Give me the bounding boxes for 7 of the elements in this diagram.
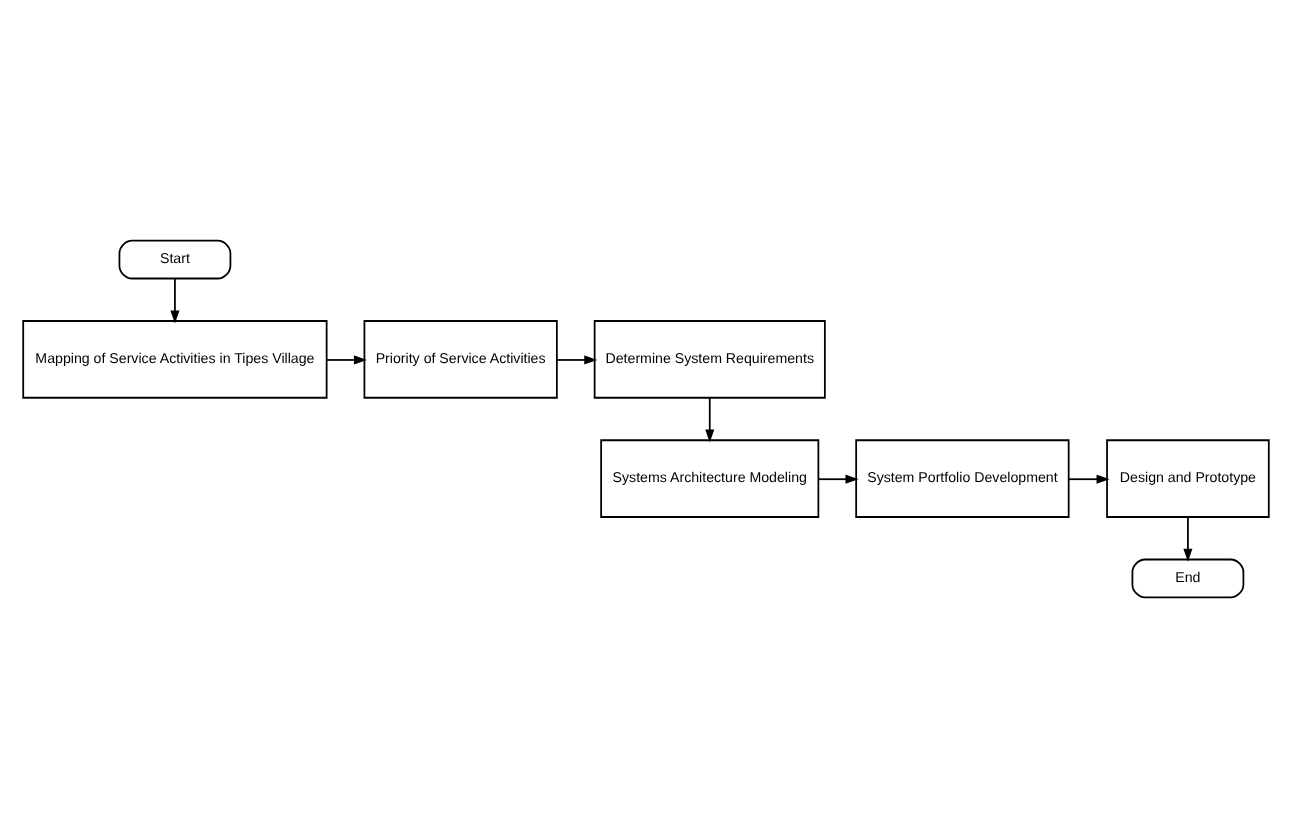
arrow <box>1068 474 1110 484</box>
arrow <box>1183 516 1193 562</box>
arrow <box>817 474 859 484</box>
arrow <box>705 396 715 443</box>
arrow <box>326 355 367 365</box>
arrow <box>170 277 180 324</box>
arrow <box>556 355 598 365</box>
